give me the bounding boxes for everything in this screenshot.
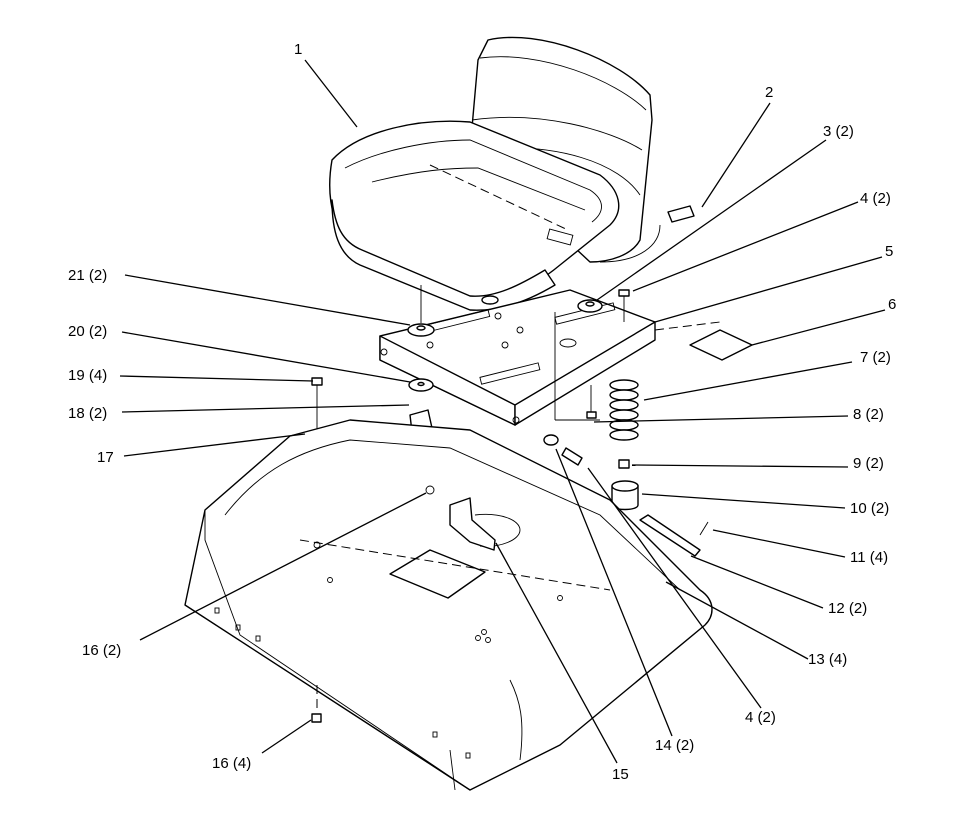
bracket-12 xyxy=(639,514,701,557)
callout-11: 11 (4) xyxy=(850,549,888,566)
leader-lines xyxy=(119,59,886,764)
bolt-19 xyxy=(311,377,323,386)
callout-19: 19 (4) xyxy=(68,367,107,384)
fender-deck xyxy=(184,419,713,791)
nut-9 xyxy=(618,459,630,469)
decal-2 xyxy=(667,205,695,223)
callout-14: 14 (2) xyxy=(655,737,694,754)
bolt-8 xyxy=(586,411,597,419)
spring-7 xyxy=(609,379,639,441)
bracket-15 xyxy=(449,497,496,551)
callout-4-lower: 4 (2) xyxy=(745,709,776,726)
callout-7: 7 (2) xyxy=(860,349,891,366)
seat-mounting-plate xyxy=(379,289,656,426)
callout-20: 20 (2) xyxy=(68,323,107,340)
decal-6 xyxy=(689,329,753,361)
seat-label-rect xyxy=(546,228,574,246)
washer-14 xyxy=(543,434,559,446)
callout-9: 9 (2) xyxy=(853,455,884,472)
callout-5: 5 xyxy=(885,243,893,260)
callout-4-upper: 4 (2) xyxy=(860,190,891,207)
seat-assembly xyxy=(329,36,695,315)
callout-2: 2 xyxy=(765,84,773,101)
callout-16-upper: 16 (2) xyxy=(82,642,121,659)
deck-opening xyxy=(389,549,486,599)
callout-3: 3 (2) xyxy=(823,123,854,140)
callout-1: 1 xyxy=(294,41,302,58)
callout-13: 13 (4) xyxy=(808,651,847,668)
screw-11 xyxy=(699,521,709,536)
callout-17: 17 xyxy=(97,449,114,466)
bolt-4-lower xyxy=(561,447,583,466)
callout-labels: 1 2 3 (2) 4 (2) 5 6 7 (2) 8 (2) 9 (2) 10… xyxy=(68,41,896,783)
callout-10: 10 (2) xyxy=(850,500,889,517)
nut-16-bottom xyxy=(311,713,322,723)
callout-18: 18 (2) xyxy=(68,405,107,422)
callout-16-lower: 16 (4) xyxy=(212,755,251,772)
callout-21: 21 (2) xyxy=(68,267,107,284)
callout-15: 15 xyxy=(612,766,629,783)
callout-12: 12 (2) xyxy=(828,600,867,617)
callout-8: 8 (2) xyxy=(853,406,884,423)
callout-6: 6 xyxy=(888,296,896,313)
